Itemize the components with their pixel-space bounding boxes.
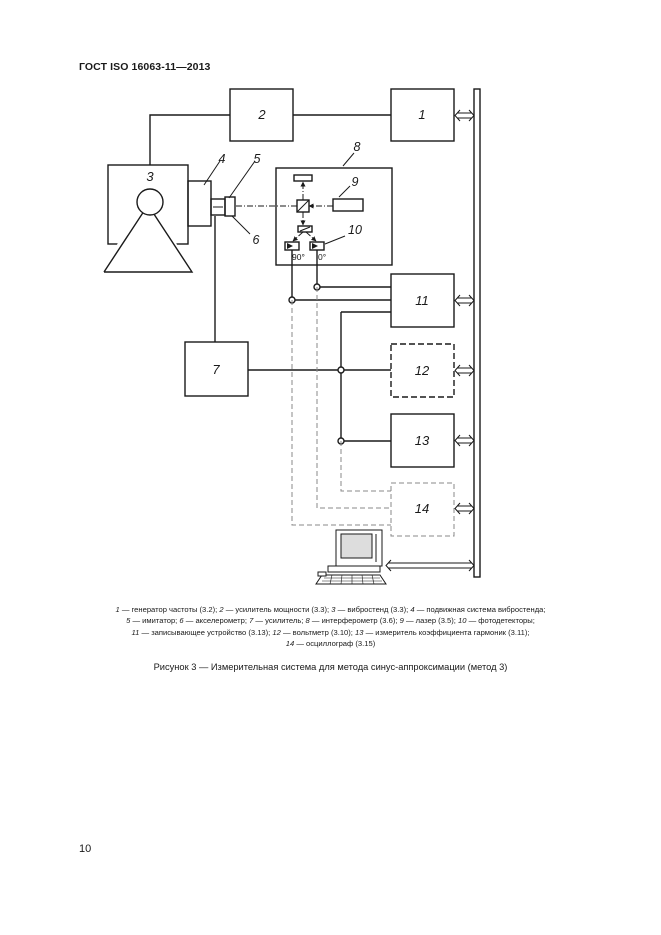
legend-item-text: — вольтметр (3.10); xyxy=(280,627,356,637)
legend-item-text: — интерферометр (3.6); xyxy=(309,616,400,626)
mirror-element xyxy=(293,174,313,182)
bus-connector-13 xyxy=(454,434,475,447)
legend-item-text: — акселерометр; xyxy=(183,616,250,626)
legend-item-text: — фотодетекторы; xyxy=(466,616,535,626)
box-14-oscilloscope xyxy=(390,482,455,537)
bus-connector-12 xyxy=(454,364,475,377)
legend-item-number: 4 xyxy=(410,605,415,614)
document-header: ГОСТ ISO 16063-11—2013 xyxy=(79,61,211,73)
legend-item-number: 11 xyxy=(131,627,140,637)
legend-item-text: — усилитель; xyxy=(253,616,306,626)
bus-connector-computer xyxy=(385,559,475,572)
legend-item-text: — осциллограф (3.15) xyxy=(294,639,376,649)
interferometer-8 xyxy=(275,167,393,266)
legend-item-number: 1 xyxy=(115,605,120,614)
box-12-voltmeter xyxy=(390,343,455,398)
shaker-3 xyxy=(103,164,194,273)
label-phase-90: 90° xyxy=(292,252,305,262)
legend-item-number: 8 xyxy=(305,616,310,626)
computer-icon xyxy=(315,529,387,585)
label-6: 6 xyxy=(253,233,260,247)
box-7-amplifier xyxy=(184,341,249,397)
label-1: 1 xyxy=(418,107,425,122)
legend-item-text: — измеритель коэффициента гармоник (3.11… xyxy=(363,627,530,637)
legend-item-number: 14 xyxy=(285,639,295,649)
figure-legend: 1 — генератор частоты (3.2); 2 — усилите… xyxy=(60,604,601,650)
box-11-recorder xyxy=(390,273,455,328)
legend-item-number: 6 xyxy=(179,616,184,626)
figure-caption: Рисунок 3 — Измерительная система для ме… xyxy=(153,662,508,672)
moving-system-4 xyxy=(187,180,212,227)
legend-item-text: — имитатор; xyxy=(130,616,180,626)
legend-item-number: 13 xyxy=(355,627,364,637)
label-8: 8 xyxy=(354,140,361,154)
label-9: 9 xyxy=(352,175,359,189)
accelerometer-6 xyxy=(224,196,236,217)
data-bus-bar xyxy=(473,88,481,578)
page-number: 10 xyxy=(79,843,92,855)
label-11: 11 xyxy=(415,293,429,308)
quarter-wave-plate xyxy=(297,225,313,233)
legend-item-text: — вибростенд (3.3); xyxy=(335,605,411,614)
label-14: 14 xyxy=(415,501,429,516)
label-12: 12 xyxy=(415,363,430,378)
legend-item-number: 3 xyxy=(331,605,336,614)
legend-item-number: 9 xyxy=(399,616,404,626)
legend-item-number: 10 xyxy=(458,616,467,626)
label-5: 5 xyxy=(254,152,261,166)
legend-item-text: — генератор частоты (3.2); xyxy=(119,605,220,614)
box-13-distortion-meter xyxy=(390,413,455,468)
legend-item-text: — записывающее устройство (3.13); xyxy=(139,627,273,637)
bus-connector-11 xyxy=(454,294,475,307)
legend-item-number: 5 xyxy=(126,616,131,626)
legend-item-text: — лазер (3.5); xyxy=(403,616,458,626)
label-2: 2 xyxy=(257,107,266,122)
laser-9 xyxy=(332,198,364,212)
bus-connector-14 xyxy=(454,502,475,515)
measurement-system-diagram: 1 2 3 4 5 6 7 8 9 10 11 12 13 14 90° 0° xyxy=(103,88,481,585)
label-phase-0: 0° xyxy=(318,252,326,262)
legend-item-text: — усилитель мощности (3.3); xyxy=(223,605,332,614)
bus-connector-1 xyxy=(454,109,475,122)
label-7: 7 xyxy=(212,362,220,377)
legend-item-text: — подвижная система вибростенда; xyxy=(414,605,546,614)
legend-item-number: 2 xyxy=(219,605,224,614)
label-4: 4 xyxy=(219,152,226,166)
label-3: 3 xyxy=(146,169,154,184)
label-13: 13 xyxy=(415,433,430,448)
legend-item-number: 7 xyxy=(249,616,254,626)
label-10: 10 xyxy=(348,223,362,237)
legend-item-number: 12 xyxy=(272,627,281,637)
